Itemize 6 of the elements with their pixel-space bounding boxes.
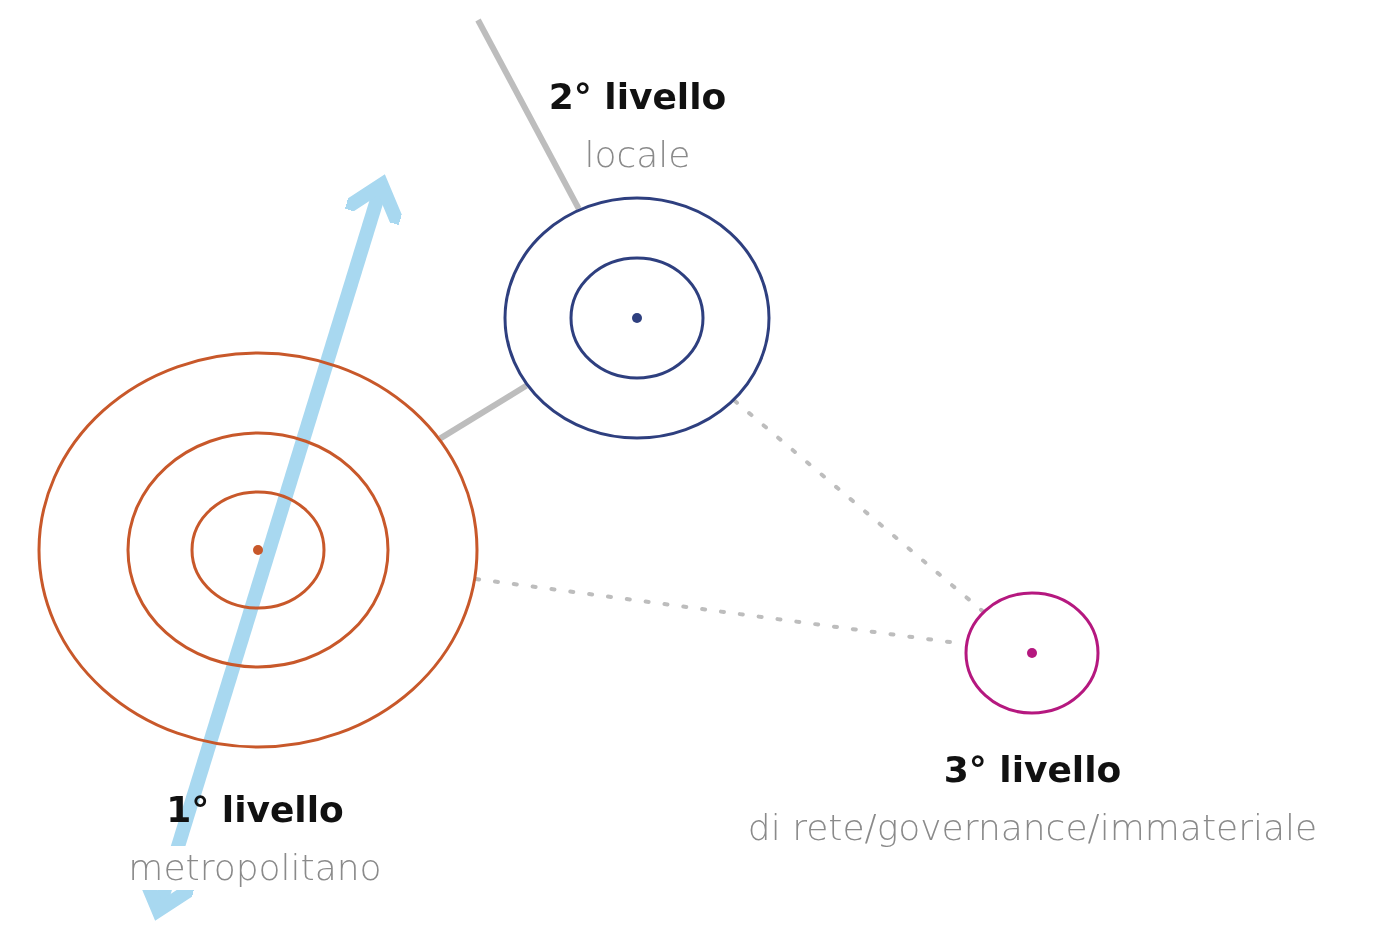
level-title: 3° livello	[943, 748, 1122, 792]
connector-line	[475, 18, 582, 211]
connector-line	[438, 383, 528, 441]
dotted-line	[732, 398, 985, 614]
level-title: 2° livello	[548, 75, 727, 119]
level-title: 1° livello	[166, 788, 344, 832]
